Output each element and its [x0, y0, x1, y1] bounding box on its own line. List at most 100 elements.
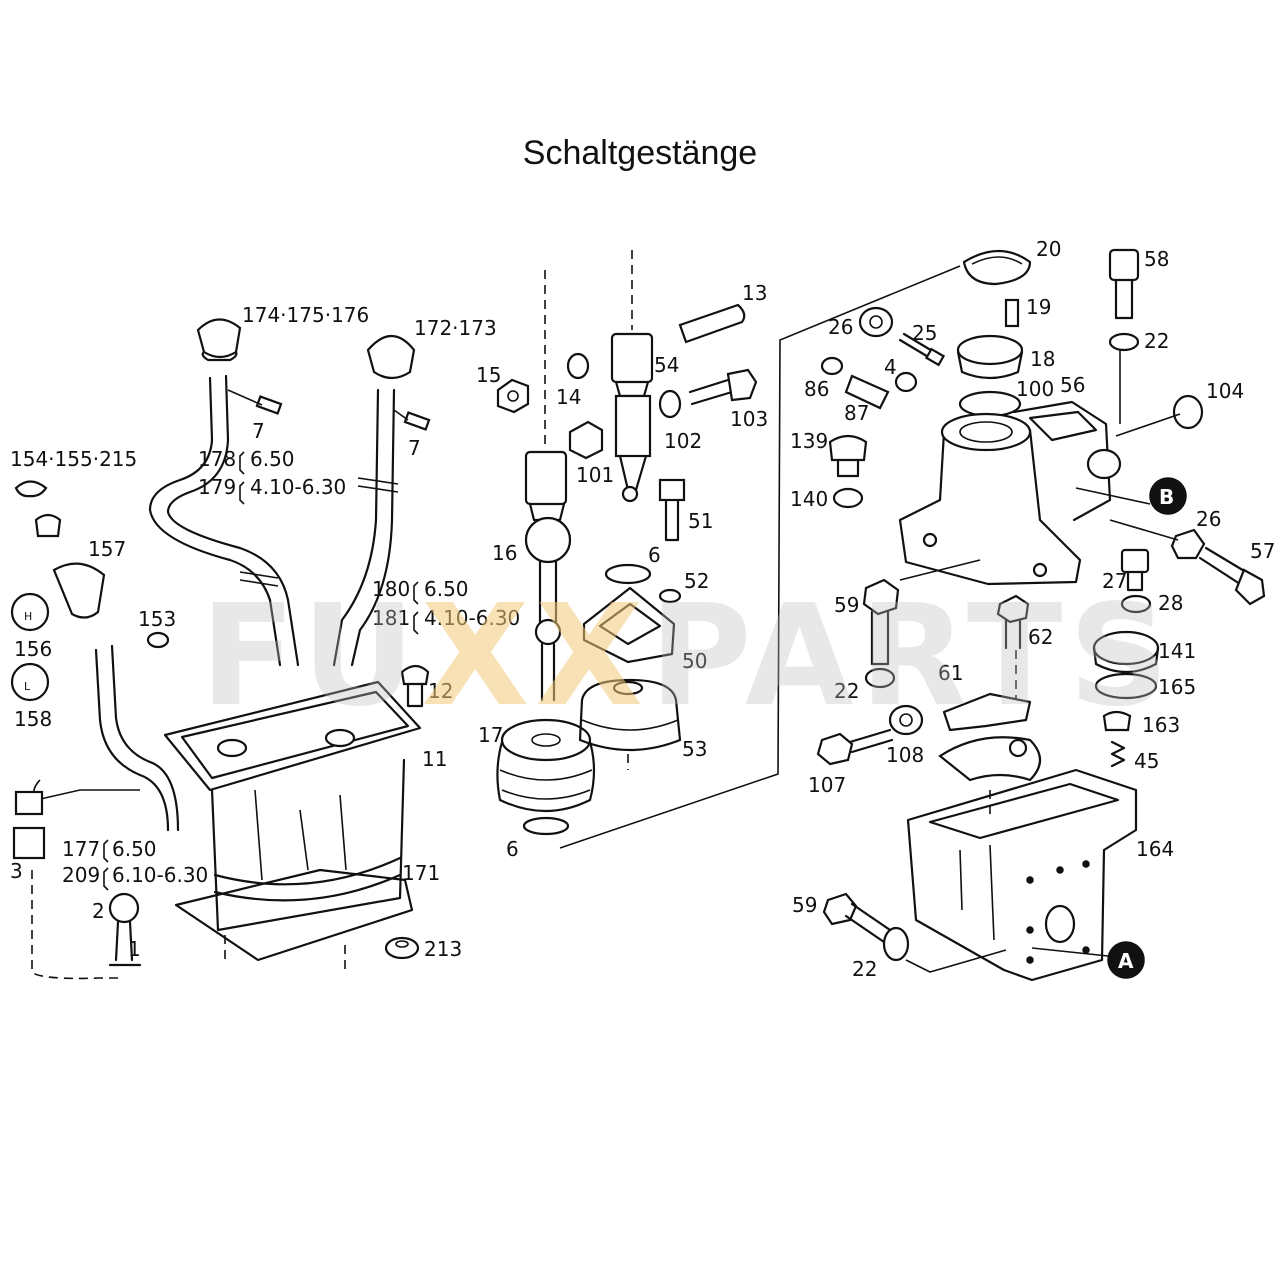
- label-154: 154·155·215: [10, 447, 137, 471]
- boot-17: [496, 718, 596, 813]
- label-62: 62: [1028, 625, 1053, 649]
- collar-18: [956, 334, 1024, 380]
- label-17: 17: [478, 723, 503, 747]
- washer-102: [658, 389, 682, 419]
- label-57: 57: [1250, 539, 1275, 563]
- label-107: 107: [808, 773, 846, 797]
- label-179-variant: 4.10-6.30: [250, 475, 346, 499]
- label-209: 209: [62, 863, 100, 887]
- label-22a: 22: [1144, 329, 1169, 353]
- washer-22-top: [1108, 332, 1140, 352]
- ring-100: [958, 390, 1022, 418]
- label-27: 27: [1102, 569, 1127, 593]
- label-19: 19: [1026, 295, 1051, 319]
- bolt-57: [1198, 546, 1266, 606]
- label-11: 11: [422, 747, 447, 771]
- shift-lever-left: [148, 374, 300, 667]
- washer-140: [832, 487, 864, 509]
- label-20: 20: [1036, 237, 1061, 261]
- symbol-158: L: [10, 662, 50, 702]
- washer-14: [566, 352, 590, 380]
- nut-213: [384, 936, 420, 960]
- label-174: 174·175·176: [242, 303, 369, 327]
- label-A: A: [1118, 949, 1134, 973]
- label-178: 178: [198, 447, 236, 471]
- bolt-62: [996, 594, 1030, 650]
- cable-177: [32, 644, 180, 832]
- nut-26-right: [1170, 528, 1206, 560]
- knob-172: [366, 334, 416, 380]
- label-102: 102: [664, 429, 702, 453]
- nut-101: [568, 420, 604, 460]
- pin-7-right: [403, 411, 431, 431]
- label-15: 15: [476, 363, 501, 387]
- label-45: 45: [1134, 749, 1159, 773]
- label-140: 140: [790, 487, 828, 511]
- shift-lever-right: [332, 388, 399, 667]
- pin-87: [844, 374, 890, 410]
- label-103: 103: [730, 407, 768, 431]
- label-50: 50: [682, 649, 707, 673]
- label-87: 87: [844, 401, 869, 425]
- nut-15: [496, 378, 530, 414]
- housing-171: [174, 758, 414, 962]
- label-6b: 6: [506, 837, 519, 861]
- pin-7-left: [255, 395, 283, 415]
- label-158: 158: [14, 707, 52, 731]
- label-51: 51: [688, 509, 713, 533]
- label-52: 52: [684, 569, 709, 593]
- svg-text:L: L: [24, 680, 31, 693]
- label-153: 153: [138, 607, 176, 631]
- label-59b: 59: [792, 893, 817, 917]
- label-28: 28: [1158, 591, 1183, 615]
- label-177-variant: 6.50: [112, 837, 157, 861]
- label-178-variant: 6.50: [250, 447, 295, 471]
- plug-104: [1172, 394, 1204, 430]
- ring-165: [1094, 672, 1158, 700]
- label-22b: 22: [834, 679, 859, 703]
- label-18: 18: [1030, 347, 1055, 371]
- washer-28: [1120, 594, 1152, 614]
- label-163: 163: [1142, 713, 1180, 737]
- housing-56: [898, 400, 1122, 586]
- label-14: 14: [556, 385, 581, 409]
- bulb-2: [108, 892, 142, 967]
- bolt-59-bottom: [822, 892, 892, 944]
- boot-53: [578, 678, 682, 752]
- screw-153: [146, 631, 170, 649]
- connector-3: [12, 790, 46, 860]
- label-180: 180: [372, 577, 410, 601]
- nut-108: [888, 704, 924, 736]
- clamp-ring-20: [962, 250, 1032, 286]
- marker-A: [1107, 941, 1145, 979]
- ball-joint-16: [524, 450, 572, 702]
- bolt-51: [658, 478, 686, 542]
- label-2: 2: [92, 899, 105, 923]
- bolt-58: [1108, 248, 1140, 320]
- label-3: 3: [10, 859, 23, 883]
- plug-163: [1102, 710, 1132, 732]
- label-139: 139: [790, 429, 828, 453]
- label-179: 179: [198, 475, 236, 499]
- bolt-103: [688, 368, 758, 406]
- label-6a: 6: [648, 543, 661, 567]
- label-4: 4: [884, 355, 897, 379]
- label-213: 213: [424, 937, 462, 961]
- label-157: 157: [88, 537, 126, 561]
- plate-50: [582, 586, 676, 664]
- label-156: 156: [14, 637, 52, 661]
- label-25: 25: [912, 321, 937, 345]
- clamp-6-top: [604, 563, 652, 585]
- spring-25: [898, 332, 946, 367]
- washer-22-bottom: [882, 926, 910, 962]
- label-7a: 7: [252, 419, 265, 443]
- label-26b: 26: [1196, 507, 1221, 531]
- clamp-6-bottom: [522, 816, 570, 836]
- label-177: 177: [62, 837, 100, 861]
- label-22c: 22: [852, 957, 877, 981]
- label-56: 56: [1060, 373, 1085, 397]
- marker-B: [1149, 477, 1187, 515]
- switch-body: [34, 513, 62, 538]
- symbol-156: H: [10, 592, 50, 632]
